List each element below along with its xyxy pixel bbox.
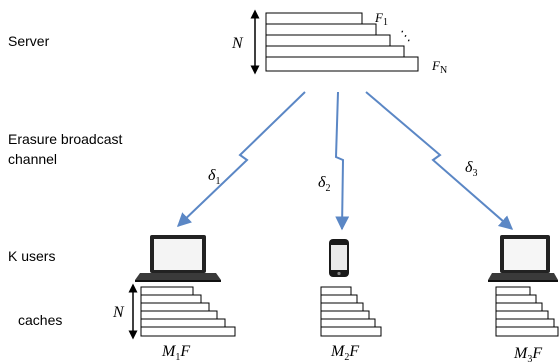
phone-icon [329, 239, 349, 277]
channel-arrow-2 [334, 91, 350, 231]
delta-2-label: δ2 [318, 174, 330, 194]
file-first-label: F1 [374, 10, 388, 28]
cache-bar [495, 294, 537, 304]
cache-bar [320, 302, 364, 312]
laptop-icon [135, 235, 221, 282]
cache-1-size-label: M1F [161, 343, 190, 362]
cache-3-size-label: M3F [513, 345, 542, 362]
users-label: K users [8, 248, 55, 264]
cache-bar [320, 318, 376, 328]
cache-bar [320, 286, 352, 296]
cache-bar [320, 310, 370, 320]
cache-2-stack [320, 286, 382, 337]
cache-1-stack [140, 286, 236, 337]
delta-1-label: δ1 [208, 167, 220, 187]
cache-bar [495, 326, 559, 337]
cache-bar [140, 302, 210, 312]
cache-3-stack [495, 286, 559, 337]
cache-bar [320, 294, 358, 304]
cache-bar [140, 310, 218, 320]
cache-bar [140, 318, 226, 328]
server-file-bar [265, 56, 419, 72]
cache-bar [140, 286, 194, 296]
server-n-label: N [231, 35, 244, 52]
cache-2-size-label: M2F [330, 343, 359, 362]
laptop-icon [488, 235, 558, 282]
delta-3-label: δ3 [465, 159, 477, 179]
cache-bar [495, 286, 531, 296]
server-label: Server [8, 33, 50, 49]
cache-bar [495, 302, 543, 312]
server-file-stack [265, 12, 419, 72]
caches-label: caches [18, 312, 62, 328]
channel-label-line2: channel [8, 151, 57, 167]
server-file-bar [265, 34, 391, 47]
cache-bar [140, 326, 236, 337]
channel-arrow-1 [176, 91, 306, 227]
cache-bar [495, 318, 555, 328]
cache-bar [320, 326, 382, 337]
server-file-bar [265, 12, 363, 25]
server-file-bar [265, 45, 405, 58]
channel-label-line1: Erasure broadcast [8, 131, 123, 147]
cache-bar [140, 294, 202, 304]
server-file-bar [265, 23, 377, 36]
file-last-label: FN [431, 58, 447, 76]
cache-n-label: N [112, 304, 125, 321]
channel-arrow-3 [365, 91, 514, 230]
cache-bar [495, 310, 549, 320]
file-dots: ⋱ [398, 28, 411, 43]
